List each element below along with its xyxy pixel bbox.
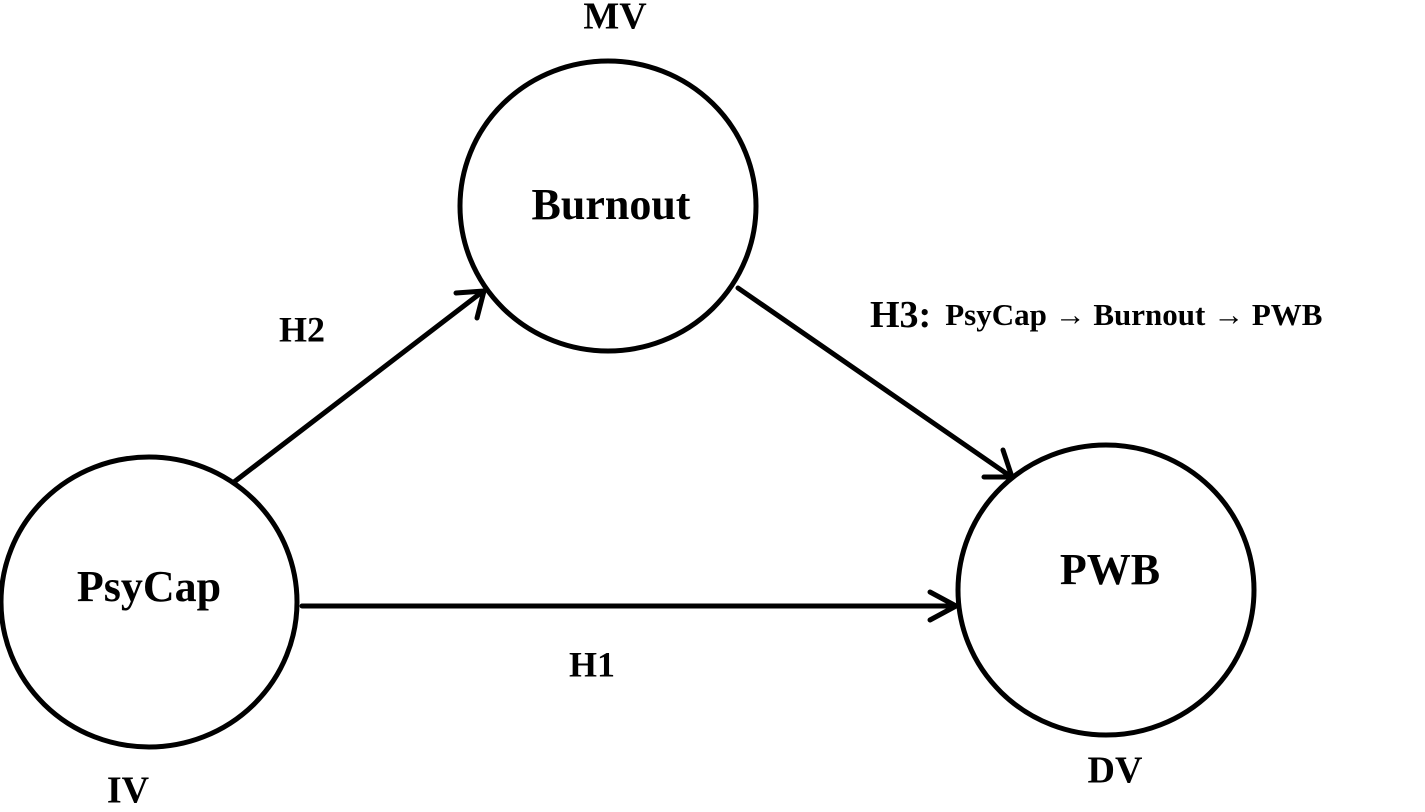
burnout-role-label: MV (583, 0, 647, 38)
node-psycap: PsyCap (0, 454, 300, 750)
edge-h1-label: H1 (569, 644, 615, 684)
node-pwb: PWB (955, 442, 1257, 738)
edge-h2-label: H2 (279, 309, 325, 349)
psycap-label: PsyCap (77, 562, 221, 611)
psycap-circle (0, 454, 300, 750)
edge-h2 (231, 288, 487, 485)
node-burnout: Burnout (457, 58, 759, 354)
burnout-label: Burnout (532, 180, 691, 229)
edge-h3-label: H3: PsyCap → Burnout → PWB (870, 294, 1322, 336)
edge-h3-path: PsyCap → Burnout → PWB (945, 297, 1322, 332)
edge-h3-prefix: H3: (870, 294, 931, 336)
psycap-role-label: IV (107, 770, 150, 812)
edge-h1 (299, 589, 959, 623)
pwb-circle (955, 442, 1257, 738)
pwb-role-label: DV (1088, 750, 1143, 792)
burnout-circle (457, 58, 759, 354)
pwb-label: PWB (1060, 545, 1160, 594)
